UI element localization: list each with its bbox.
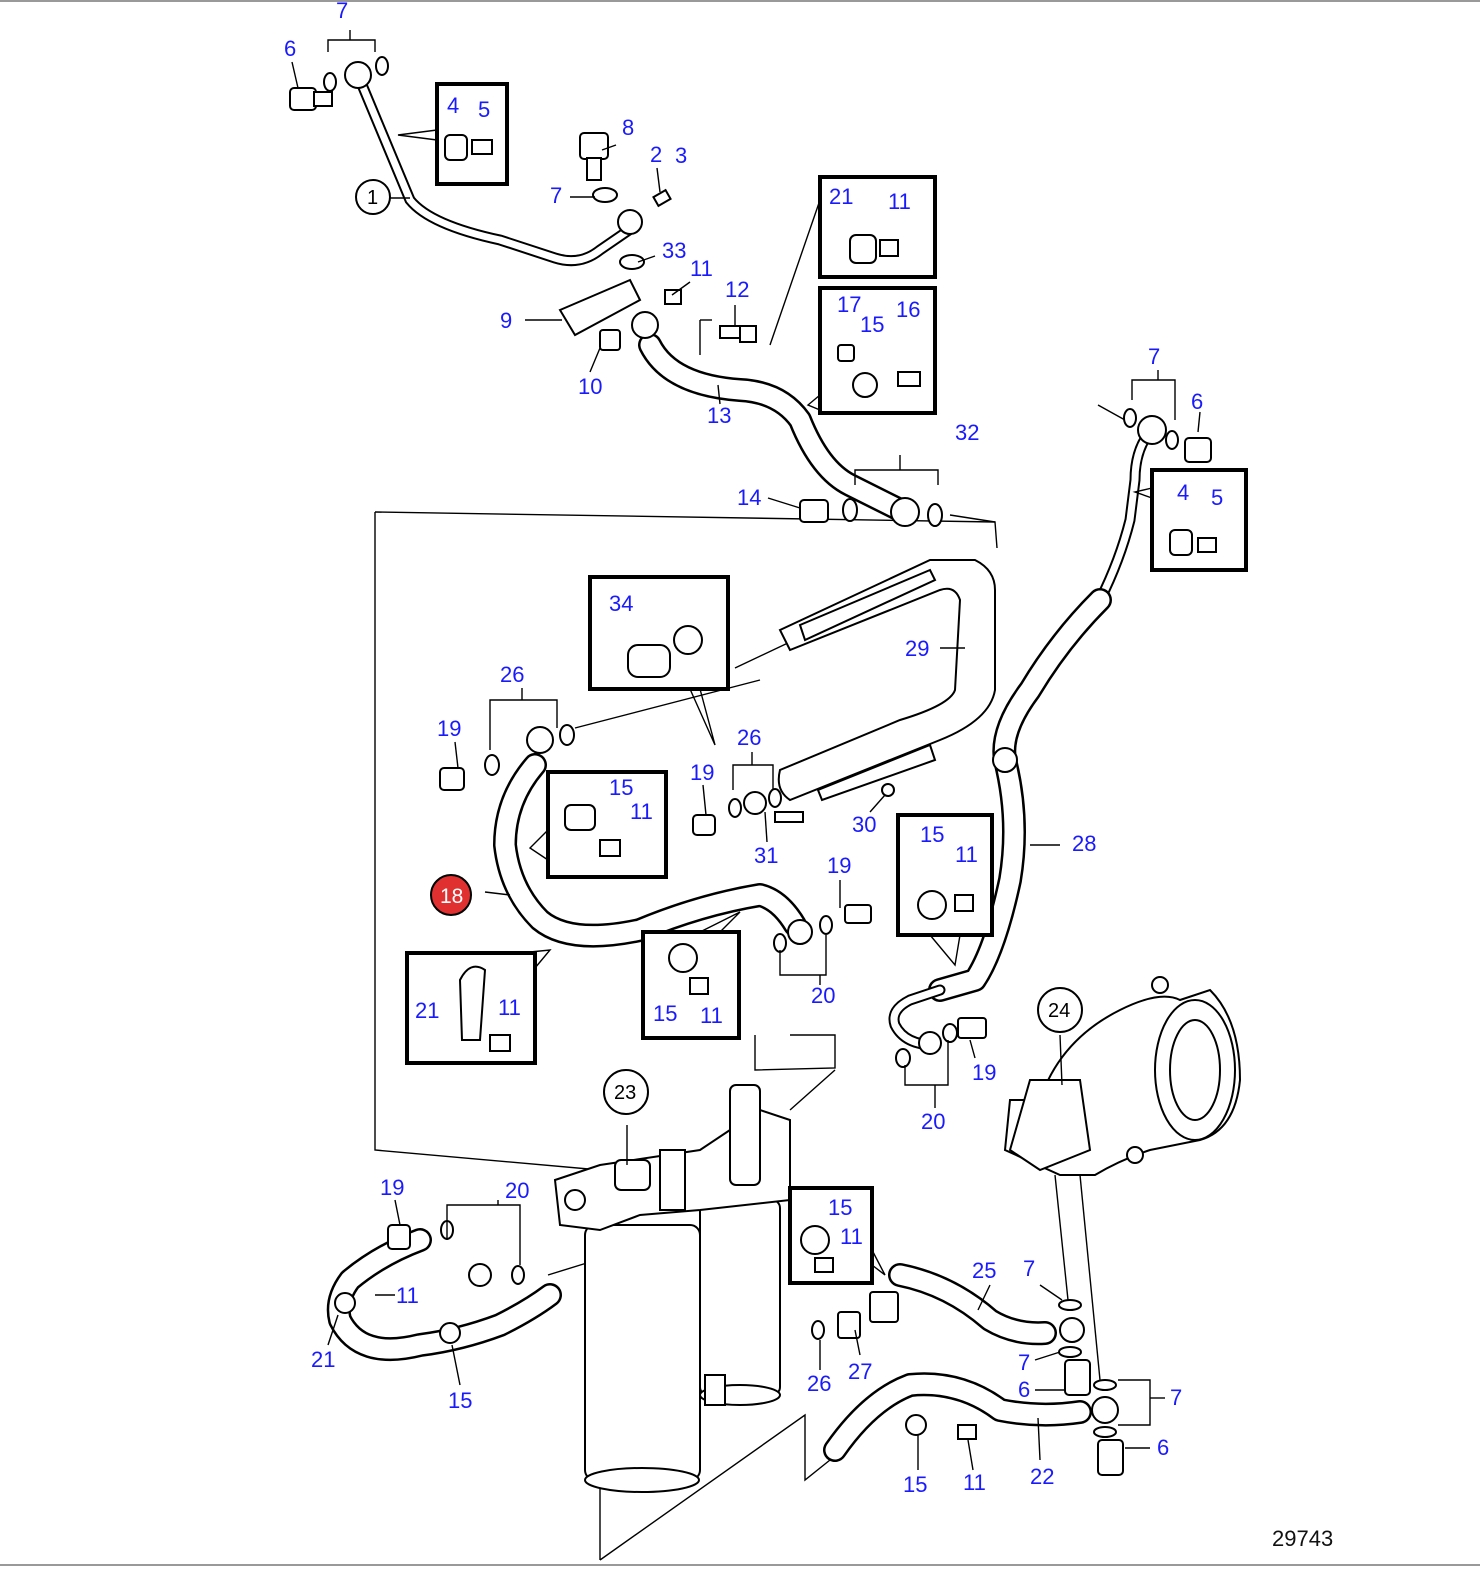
callout-24[interactable]: 24 [1048, 1000, 1070, 1022]
callout-11[interactable]: 11 [396, 1283, 419, 1308]
callout-31[interactable]: 31 [754, 843, 778, 868]
callout-7[interactable]: 7 [550, 183, 562, 208]
feed-pump-24 [1003, 976, 1242, 1176]
callout-21[interactable]: 21 [415, 998, 439, 1023]
detail-box-15-11-bottom [788, 1186, 886, 1285]
fuel-rail-29 [777, 559, 996, 802]
callout-15[interactable]: 15 [860, 312, 884, 337]
callout-19[interactable]: 19 [437, 716, 461, 741]
callout-7[interactable]: 7 [1018, 1350, 1030, 1375]
callout-11[interactable]: 11 [888, 189, 911, 214]
callout-12[interactable]: 12 [725, 277, 749, 302]
callout-15[interactable]: 15 [609, 775, 633, 800]
detail-box-21-11 [818, 175, 937, 279]
callout-7[interactable]: 7 [1170, 1385, 1182, 1410]
callout-7[interactable]: 7 [1023, 1256, 1035, 1281]
assembly-outline-lines [374, 319, 1126, 1561]
callout-21[interactable]: 21 [829, 184, 853, 209]
callout-30[interactable]: 30 [852, 812, 876, 837]
detail-box-15-11-left [528, 770, 668, 879]
detail-box-21-11-bracket [405, 949, 552, 1065]
callout-26[interactable]: 26 [500, 662, 524, 687]
highlighted-callout-18[interactable] [430, 874, 472, 916]
callout-33[interactable]: 33 [662, 238, 686, 263]
callout-6[interactable]: 6 [284, 36, 296, 61]
detail-box-4-5-top [397, 82, 509, 186]
callout-4[interactable]: 4 [447, 93, 459, 118]
callout-leader-lines [291, 30, 1201, 1471]
detail-box-15-11-right [896, 813, 994, 967]
callout-20[interactable]: 20 [811, 983, 835, 1008]
detail-box-17-15-16 [769, 199, 937, 415]
callout-16[interactable]: 16 [896, 297, 920, 322]
callout-11[interactable]: 11 [630, 799, 653, 824]
callout-27[interactable]: 27 [848, 1359, 872, 1384]
callout-11[interactable]: 11 [700, 1003, 723, 1028]
callout-19[interactable]: 19 [380, 1175, 404, 1200]
callout-23[interactable]: 23 [614, 1082, 636, 1104]
callout-26[interactable]: 26 [807, 1371, 831, 1396]
callout-21[interactable]: 21 [311, 1347, 335, 1372]
callout-10[interactable]: 10 [578, 374, 602, 399]
callout-8[interactable]: 8 [622, 115, 634, 140]
circle-callout-1 [355, 179, 391, 215]
callout-7[interactable]: 7 [336, 0, 348, 23]
callout-6[interactable]: 6 [1157, 1435, 1169, 1460]
callout-34[interactable]: 34 [609, 591, 633, 616]
callout-11[interactable]: 11 [840, 1224, 863, 1249]
detail-box-4-5-right [1132, 468, 1248, 572]
callout-7[interactable]: 7 [1148, 344, 1160, 369]
callout-19[interactable]: 19 [690, 760, 714, 785]
callout-6[interactable]: 6 [1191, 389, 1203, 414]
callout-15[interactable]: 15 [903, 1472, 927, 1497]
callout-3[interactable]: 3 [675, 143, 687, 168]
callout-13[interactable]: 13 [707, 403, 731, 428]
callout-2[interactable]: 2 [650, 142, 662, 167]
callout-6[interactable]: 6 [1018, 1377, 1030, 1402]
fuel-filter-23 [553, 1084, 791, 1493]
callout-17[interactable]: 17 [837, 292, 861, 317]
callout-1[interactable]: 1 [367, 187, 378, 209]
callout-9[interactable]: 9 [500, 308, 512, 333]
callout-11[interactable]: 11 [498, 995, 521, 1020]
figure-number: 29743 [1272, 1526, 1333, 1551]
callout-20[interactable]: 20 [505, 1178, 529, 1203]
callout-15[interactable]: 15 [653, 1001, 677, 1026]
circle-callout-24 [1037, 987, 1083, 1033]
callout-15[interactable]: 15 [828, 1195, 852, 1220]
callout-28[interactable]: 28 [1072, 831, 1096, 856]
fittings-and-washers [289, 56, 1212, 1476]
callout-22[interactable]: 22 [1030, 1464, 1054, 1489]
detail-box-34 [588, 575, 730, 746]
callout-26[interactable]: 26 [737, 725, 761, 750]
callout-11[interactable]: 11 [955, 842, 978, 867]
callout-5[interactable]: 5 [478, 97, 490, 122]
callout-29[interactable]: 29 [905, 636, 929, 661]
callout-11[interactable]: 11 [690, 256, 713, 281]
callout-19[interactable]: 19 [972, 1060, 996, 1085]
callout-18[interactable]: 18 [440, 885, 463, 908]
callout-15[interactable]: 15 [920, 822, 944, 847]
detail-box-15-11-center [641, 911, 741, 1040]
callout-4[interactable]: 4 [1177, 480, 1189, 505]
callout-19[interactable]: 19 [827, 853, 851, 878]
circle-callout-23 [603, 1069, 649, 1115]
callout-labels: 7 6 4 5 1 8 2 3 7 33 11 9 10 13 12 21 11… [284, 0, 1223, 1497]
callout-5[interactable]: 5 [1211, 485, 1223, 510]
callout-25[interactable]: 25 [972, 1258, 996, 1283]
callout-32[interactable]: 32 [955, 420, 979, 445]
callout-20[interactable]: 20 [921, 1109, 945, 1134]
callout-14[interactable]: 14 [737, 485, 761, 510]
callout-15[interactable]: 15 [448, 1388, 472, 1413]
callout-11[interactable]: 11 [963, 1470, 986, 1495]
